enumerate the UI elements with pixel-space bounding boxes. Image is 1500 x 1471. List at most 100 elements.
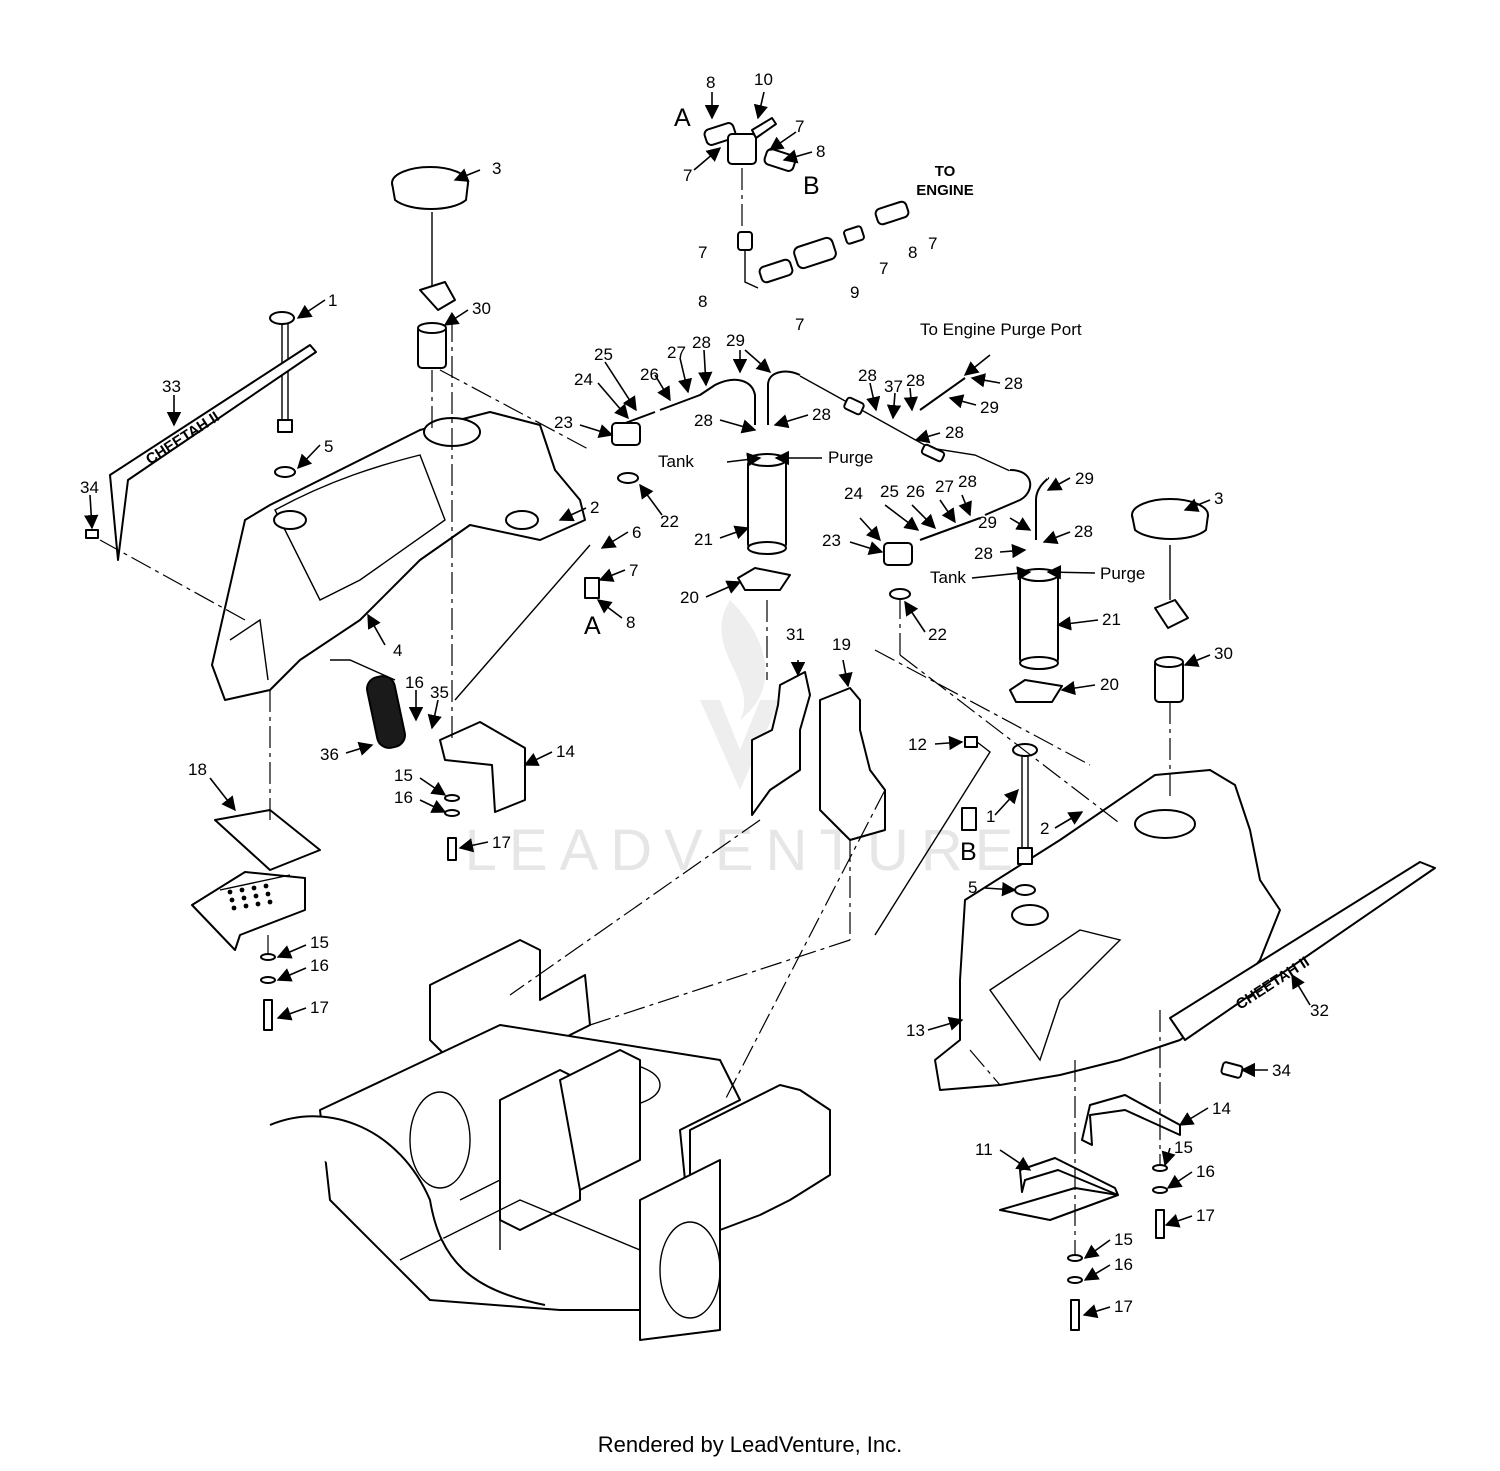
callout-17: 17 xyxy=(1114,1297,1133,1316)
callout-29: 29 xyxy=(1075,469,1094,488)
callout-17: 17 xyxy=(492,833,511,852)
callout-20: 20 xyxy=(1100,675,1119,694)
right-rod xyxy=(874,736,991,936)
callout-27: 27 xyxy=(935,477,954,496)
left-rod xyxy=(454,544,591,701)
callout-1: 1 xyxy=(328,291,337,310)
callout-28: 28 xyxy=(1074,522,1093,541)
assembly-lines xyxy=(99,320,1171,1255)
right-brackets xyxy=(999,1094,1181,1221)
callout-8: 8 xyxy=(706,73,715,92)
callout-28: 28 xyxy=(1004,374,1023,393)
left-fuel-tank xyxy=(211,411,586,701)
vent-hoses xyxy=(611,370,1050,600)
callout-5: 5 xyxy=(968,878,977,897)
callout-28: 28 xyxy=(958,472,977,491)
callout-37: 37 xyxy=(884,377,903,396)
callout-2: 2 xyxy=(590,498,599,517)
main-frame xyxy=(269,939,831,1341)
callout-19: 19 xyxy=(832,635,851,654)
callout-29: 29 xyxy=(726,331,745,350)
callout-numbers: 8 10 7 7 8 7 8 7 9 7 8 7 3 30 1 33 5 34 … xyxy=(80,70,1329,1316)
callout-25: 25 xyxy=(880,482,899,501)
callout-7: 7 xyxy=(683,166,692,185)
callout-28: 28 xyxy=(945,423,964,442)
callout-8: 8 xyxy=(698,292,707,311)
callout-28: 28 xyxy=(858,366,877,385)
callout-17: 17 xyxy=(310,998,329,1017)
purge-label: Purge xyxy=(828,448,873,467)
callout-4: 4 xyxy=(393,641,402,660)
callout-14: 14 xyxy=(1212,1099,1231,1118)
connector-a: A xyxy=(584,612,601,640)
callout-7: 7 xyxy=(795,315,804,334)
callout-13: 13 xyxy=(906,1021,925,1040)
callout-27: 27 xyxy=(667,343,686,362)
connector-b: B xyxy=(803,172,820,200)
callout-36: 36 xyxy=(320,745,339,764)
watermark-text: LEADVENTURE xyxy=(465,818,1026,883)
callout-18: 18 xyxy=(188,760,207,779)
left-base-18 xyxy=(191,809,321,951)
callout-28: 28 xyxy=(692,333,711,352)
callout-32: 32 xyxy=(1310,1001,1329,1020)
footer-credit: Rendered by LeadVenture, Inc. xyxy=(597,1432,903,1457)
callout-8: 8 xyxy=(816,142,825,161)
connector-letters: A B A B xyxy=(584,104,977,866)
left-gas-cap xyxy=(391,166,469,369)
callout-7: 7 xyxy=(879,259,888,278)
callout-3: 3 xyxy=(1214,489,1223,508)
callout-34: 34 xyxy=(80,478,99,497)
callout-14: 14 xyxy=(556,742,575,761)
callout-8: 8 xyxy=(626,613,635,632)
callout-20: 20 xyxy=(680,588,699,607)
callout-7: 7 xyxy=(928,234,937,253)
callout-35: 35 xyxy=(430,683,449,702)
callout-24: 24 xyxy=(844,484,863,503)
callout-34: 34 xyxy=(1272,1061,1291,1080)
callout-25: 25 xyxy=(594,345,613,364)
callout-12: 12 xyxy=(908,735,927,754)
callout-15: 15 xyxy=(1174,1138,1193,1157)
to-engine-line2: ENGINE xyxy=(916,182,974,199)
connector-a: A xyxy=(674,104,691,132)
callout-2: 2 xyxy=(1040,819,1049,838)
right-canister-21 xyxy=(1009,568,1063,703)
purge-port-label: To Engine Purge Port xyxy=(920,320,1082,339)
callout-31: 31 xyxy=(786,625,805,644)
callout-28: 28 xyxy=(974,544,993,563)
callout-3: 3 xyxy=(492,159,501,178)
watermark: LEADVENTURE xyxy=(465,600,1026,883)
left-canister-21 xyxy=(737,453,791,591)
callout-17: 17 xyxy=(1196,1206,1215,1225)
callout-33: 33 xyxy=(162,377,181,396)
left-fuel-gauge xyxy=(269,311,296,478)
callout-7: 7 xyxy=(698,243,707,262)
callout-16: 16 xyxy=(1196,1162,1215,1181)
left-fitting xyxy=(584,577,600,599)
right-gas-cap xyxy=(1131,498,1209,703)
callout-15: 15 xyxy=(1114,1230,1133,1249)
callout-10: 10 xyxy=(754,70,773,89)
callout-28: 28 xyxy=(694,411,713,430)
tank-label: Tank xyxy=(658,452,694,471)
right-hardware xyxy=(1067,1061,1244,1331)
right-fuel-gauge xyxy=(1012,743,1038,896)
callout-16: 16 xyxy=(394,788,413,807)
callout-23: 23 xyxy=(554,413,573,432)
callout-23: 23 xyxy=(822,531,841,550)
bracket-31 xyxy=(751,671,811,816)
callout-21: 21 xyxy=(694,530,713,549)
connector-b: B xyxy=(960,838,977,866)
callout-16: 16 xyxy=(310,956,329,975)
callout-leaders xyxy=(84,91,1311,1319)
tank-label: Tank xyxy=(930,568,966,587)
callout-15: 15 xyxy=(394,766,413,785)
callout-28: 28 xyxy=(906,371,925,390)
callout-22: 22 xyxy=(660,512,679,531)
left-hardware xyxy=(85,529,460,1031)
callout-28: 28 xyxy=(812,405,831,424)
to-engine-line1: TO xyxy=(935,163,956,180)
callout-21: 21 xyxy=(1102,610,1121,629)
